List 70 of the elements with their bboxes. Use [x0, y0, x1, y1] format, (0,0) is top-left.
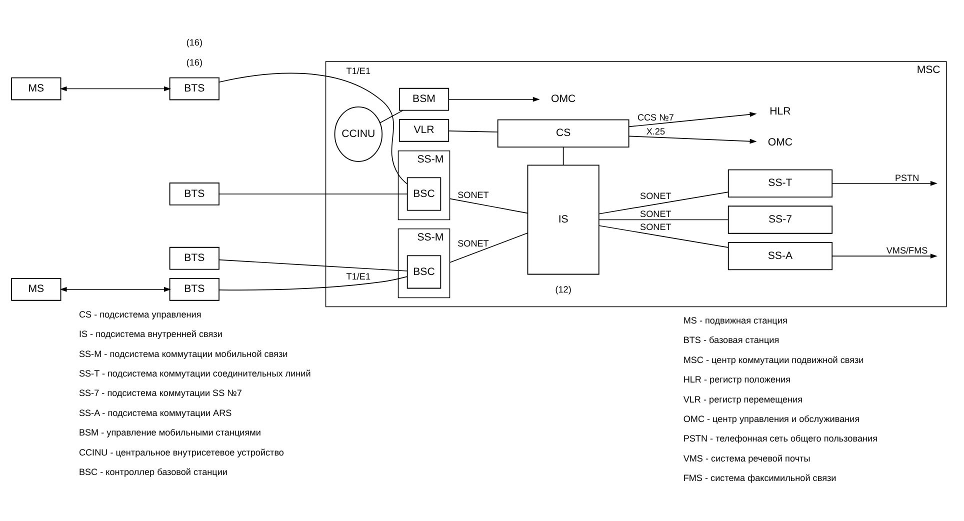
node-text: OMC [550, 92, 576, 105]
label: CS - подсистема управления [78, 308, 202, 319]
arrow [832, 180, 938, 186]
edge-label: SONET [640, 190, 672, 200]
label: VLR - регистр перемещения [683, 394, 803, 404]
edge-label: SONET [458, 238, 489, 248]
connector [218, 72, 408, 184]
label: SS-A - подсистема коммутации ARS [78, 407, 232, 418]
node-box: SS-A [728, 242, 833, 270]
edge-label: T1/E1 [346, 66, 371, 76]
edge-label: SONET [640, 208, 672, 219]
label: FMS - система факсимильной связи [683, 472, 836, 483]
label: MSC - центр коммутации подвижной связи [683, 354, 864, 364]
node-box: BTS [169, 246, 220, 270]
node-box: IS [527, 164, 600, 274]
label: CCINU - центральное внутрисетевое устройство [78, 446, 284, 457]
label: MS - подвижная станция [683, 315, 788, 326]
arrow [628, 112, 757, 127]
node-box: VLR [398, 118, 450, 142]
node-box: BTS [169, 76, 220, 100]
arrow [628, 135, 757, 144]
label: (12) [555, 284, 572, 294]
label: (16) [186, 56, 202, 67]
connector [218, 193, 408, 194]
node-box: CS [497, 118, 630, 148]
connector [218, 276, 408, 290]
arrow [60, 286, 171, 292]
label: IS - подсистема внутренней связи [78, 328, 222, 339]
label: OMC - центр управления и обслуживания [683, 413, 860, 424]
label: PSTN - телефонная сеть общего пользования [683, 433, 878, 444]
node-box: BSC [406, 254, 442, 288]
node-box: BTS [169, 182, 220, 205]
node-box: BSM [398, 87, 450, 110]
connector [380, 110, 404, 123]
node-box: SS-T [728, 168, 833, 197]
label: SS-M - подсистема коммутации мобильной связи [78, 348, 288, 358]
label: VMS - система речевой почты [683, 452, 810, 463]
label: BTS - базовая станция [683, 334, 780, 345]
connector [598, 224, 729, 248]
connector [562, 146, 564, 166]
arrow [60, 86, 171, 91]
label: BSC - контроллер базовой станции [78, 466, 228, 476]
arrow [832, 253, 938, 258]
node-box: BTS [169, 277, 220, 300]
edge-label: SONET [458, 190, 489, 200]
node-text: HLR [770, 104, 791, 117]
label: SS-7 - подсистема коммутации SS №7 [78, 388, 242, 398]
node-box: MS [11, 277, 62, 300]
label: HLR - регистр положения [683, 374, 791, 384]
edge-label: CCS №7 [637, 112, 674, 122]
edge-label: VMS/FMS [886, 245, 928, 256]
connector [598, 218, 729, 220]
connector [449, 198, 528, 214]
node-box: MS [11, 76, 62, 100]
connector [218, 258, 408, 271]
edge-label: X.25 [646, 126, 666, 136]
node-box: BSC [406, 176, 442, 210]
arrow [448, 96, 540, 102]
connector [449, 232, 528, 262]
node-ellipse: CCINU [334, 106, 383, 162]
connector [448, 130, 498, 132]
node-text: OMC [768, 136, 793, 148]
edge-label: SONET [640, 222, 672, 232]
edge-label: PSTN [894, 172, 920, 182]
label: (16) [186, 37, 202, 48]
label: BSM - управление мобильными станциями [78, 427, 261, 438]
label: SS-T - подсистема коммутации соединительных линий [78, 368, 311, 378]
edge-label: T1/E1 [346, 270, 371, 281]
node-box: SS-7 [728, 205, 833, 234]
connector [598, 191, 729, 214]
